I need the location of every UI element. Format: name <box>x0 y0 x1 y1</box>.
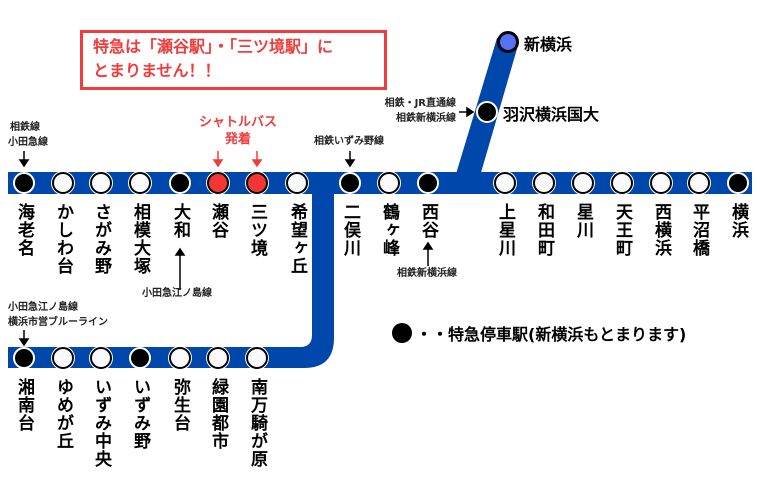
station-marker-local <box>650 172 672 194</box>
station-name: さがみ野 <box>91 203 111 275</box>
station-name: 湘南台 <box>14 378 34 432</box>
station-name: 西谷 <box>418 203 438 239</box>
station-name: 大和 <box>170 203 190 239</box>
station-marker-express <box>13 172 35 194</box>
station-marker-local <box>611 172 633 194</box>
transfer-line: 相鉄・JR直通線 <box>384 98 456 109</box>
station-name: 平沼橋 <box>689 203 709 257</box>
station-name: 新横浜 <box>524 35 573 54</box>
yamato-transfer-label: 小田急江ノ島線 <box>142 288 212 299</box>
izumino-line <box>8 190 334 368</box>
shuttle-line-1: シャトルバス <box>198 115 277 130</box>
station-marker-local <box>207 347 229 369</box>
no-stop-notice: 特急は「瀬谷駅」・「三ツ境駅」に とまりません！！ <box>80 30 387 90</box>
shuttle-line-2: 発着 <box>224 132 251 147</box>
station-marker-local <box>533 172 555 194</box>
station-name: 南万騎が原 <box>247 378 267 468</box>
station-marker-express <box>417 172 439 194</box>
station-marker-local <box>169 347 191 369</box>
transfer-line: 相鉄新横浜線 <box>396 113 456 124</box>
station-marker-local <box>572 172 594 194</box>
express-stop-icon <box>392 323 412 343</box>
station-name: いずみ中央 <box>91 378 111 468</box>
station-marker-express <box>129 347 151 369</box>
shonandai-transfer-label: 小田急江ノ島線 横浜市営ブルーライン <box>8 300 108 330</box>
station-marker-local <box>246 347 268 369</box>
station-name: ゆめが丘 <box>53 378 73 450</box>
notice-line-2: とまりません！！ <box>93 61 221 80</box>
shuttle-bus-label: シャトルバス 発着 <box>188 114 288 148</box>
station-marker-express <box>476 101 498 123</box>
station-name: 横浜 <box>728 203 748 239</box>
station-marker-terminal <box>497 31 519 53</box>
nishiya-transfer-label: 相鉄新横浜線 <box>397 268 457 279</box>
station-name: 天王町 <box>612 203 632 257</box>
station-marker-local <box>688 172 710 194</box>
station-marker-express <box>727 172 749 194</box>
hazawa-transfer-label: 相鉄・JR直通線 相鉄新横浜線 <box>372 96 456 126</box>
station-marker-express <box>169 172 191 194</box>
station-marker-local <box>378 172 400 194</box>
station-marker-local <box>129 172 151 194</box>
station-marker-local <box>90 172 112 194</box>
station-name: かしわ台 <box>53 203 73 275</box>
legend: ・・特急停車駅(新横浜もとまります) <box>392 321 686 345</box>
legend-text: ・・特急停車駅(新横浜もとまります) <box>416 325 687 344</box>
station-name: 二俣川 <box>340 203 360 257</box>
station-name: 西横浜 <box>651 203 671 257</box>
station-marker-local <box>286 172 308 194</box>
transfer-line: 小田急線 <box>8 137 48 148</box>
station-marker-local <box>494 172 516 194</box>
station-name: 弥生台 <box>170 378 190 432</box>
station-name: 海老名 <box>14 203 34 257</box>
station-name: 鶴ヶ峰 <box>379 203 399 257</box>
station-name: 相模大塚 <box>130 203 150 275</box>
station-name: 和田町 <box>534 203 554 257</box>
ebina-transfer-label: 相鉄線 小田急線 <box>8 120 48 150</box>
station-name: 希望ヶ丘 <box>287 203 307 275</box>
station-marker-express <box>13 347 35 369</box>
station-name: 瀬谷 <box>208 203 228 239</box>
station-name: 三ツ境 <box>247 203 267 257</box>
station-marker-local <box>52 347 74 369</box>
arrows <box>18 106 475 347</box>
station-marker-local <box>90 347 112 369</box>
futamatagawa-transfer-label: 相鉄いずみ野線 <box>314 136 384 147</box>
station-name: いずみ野 <box>130 378 150 450</box>
transfer-line: 小田急江ノ島線 <box>8 302 78 313</box>
shuttle-arrows <box>212 151 263 168</box>
station-marker-shuttle <box>207 172 229 194</box>
station-name: 緑園都市 <box>208 378 228 450</box>
transfer-line: 相鉄線 <box>10 122 40 133</box>
station-name: 星川 <box>573 203 593 239</box>
station-marker-express <box>339 172 361 194</box>
station-name: 羽沢横浜国大 <box>503 105 600 124</box>
notice-line-1: 特急は「瀬谷駅」・「三ツ境駅」に <box>93 37 334 56</box>
station-marker-local <box>52 172 74 194</box>
transfer-line: 横浜市営ブルーライン <box>8 317 108 328</box>
station-marker-shuttle <box>246 172 268 194</box>
station-name: 上星川 <box>495 203 515 257</box>
